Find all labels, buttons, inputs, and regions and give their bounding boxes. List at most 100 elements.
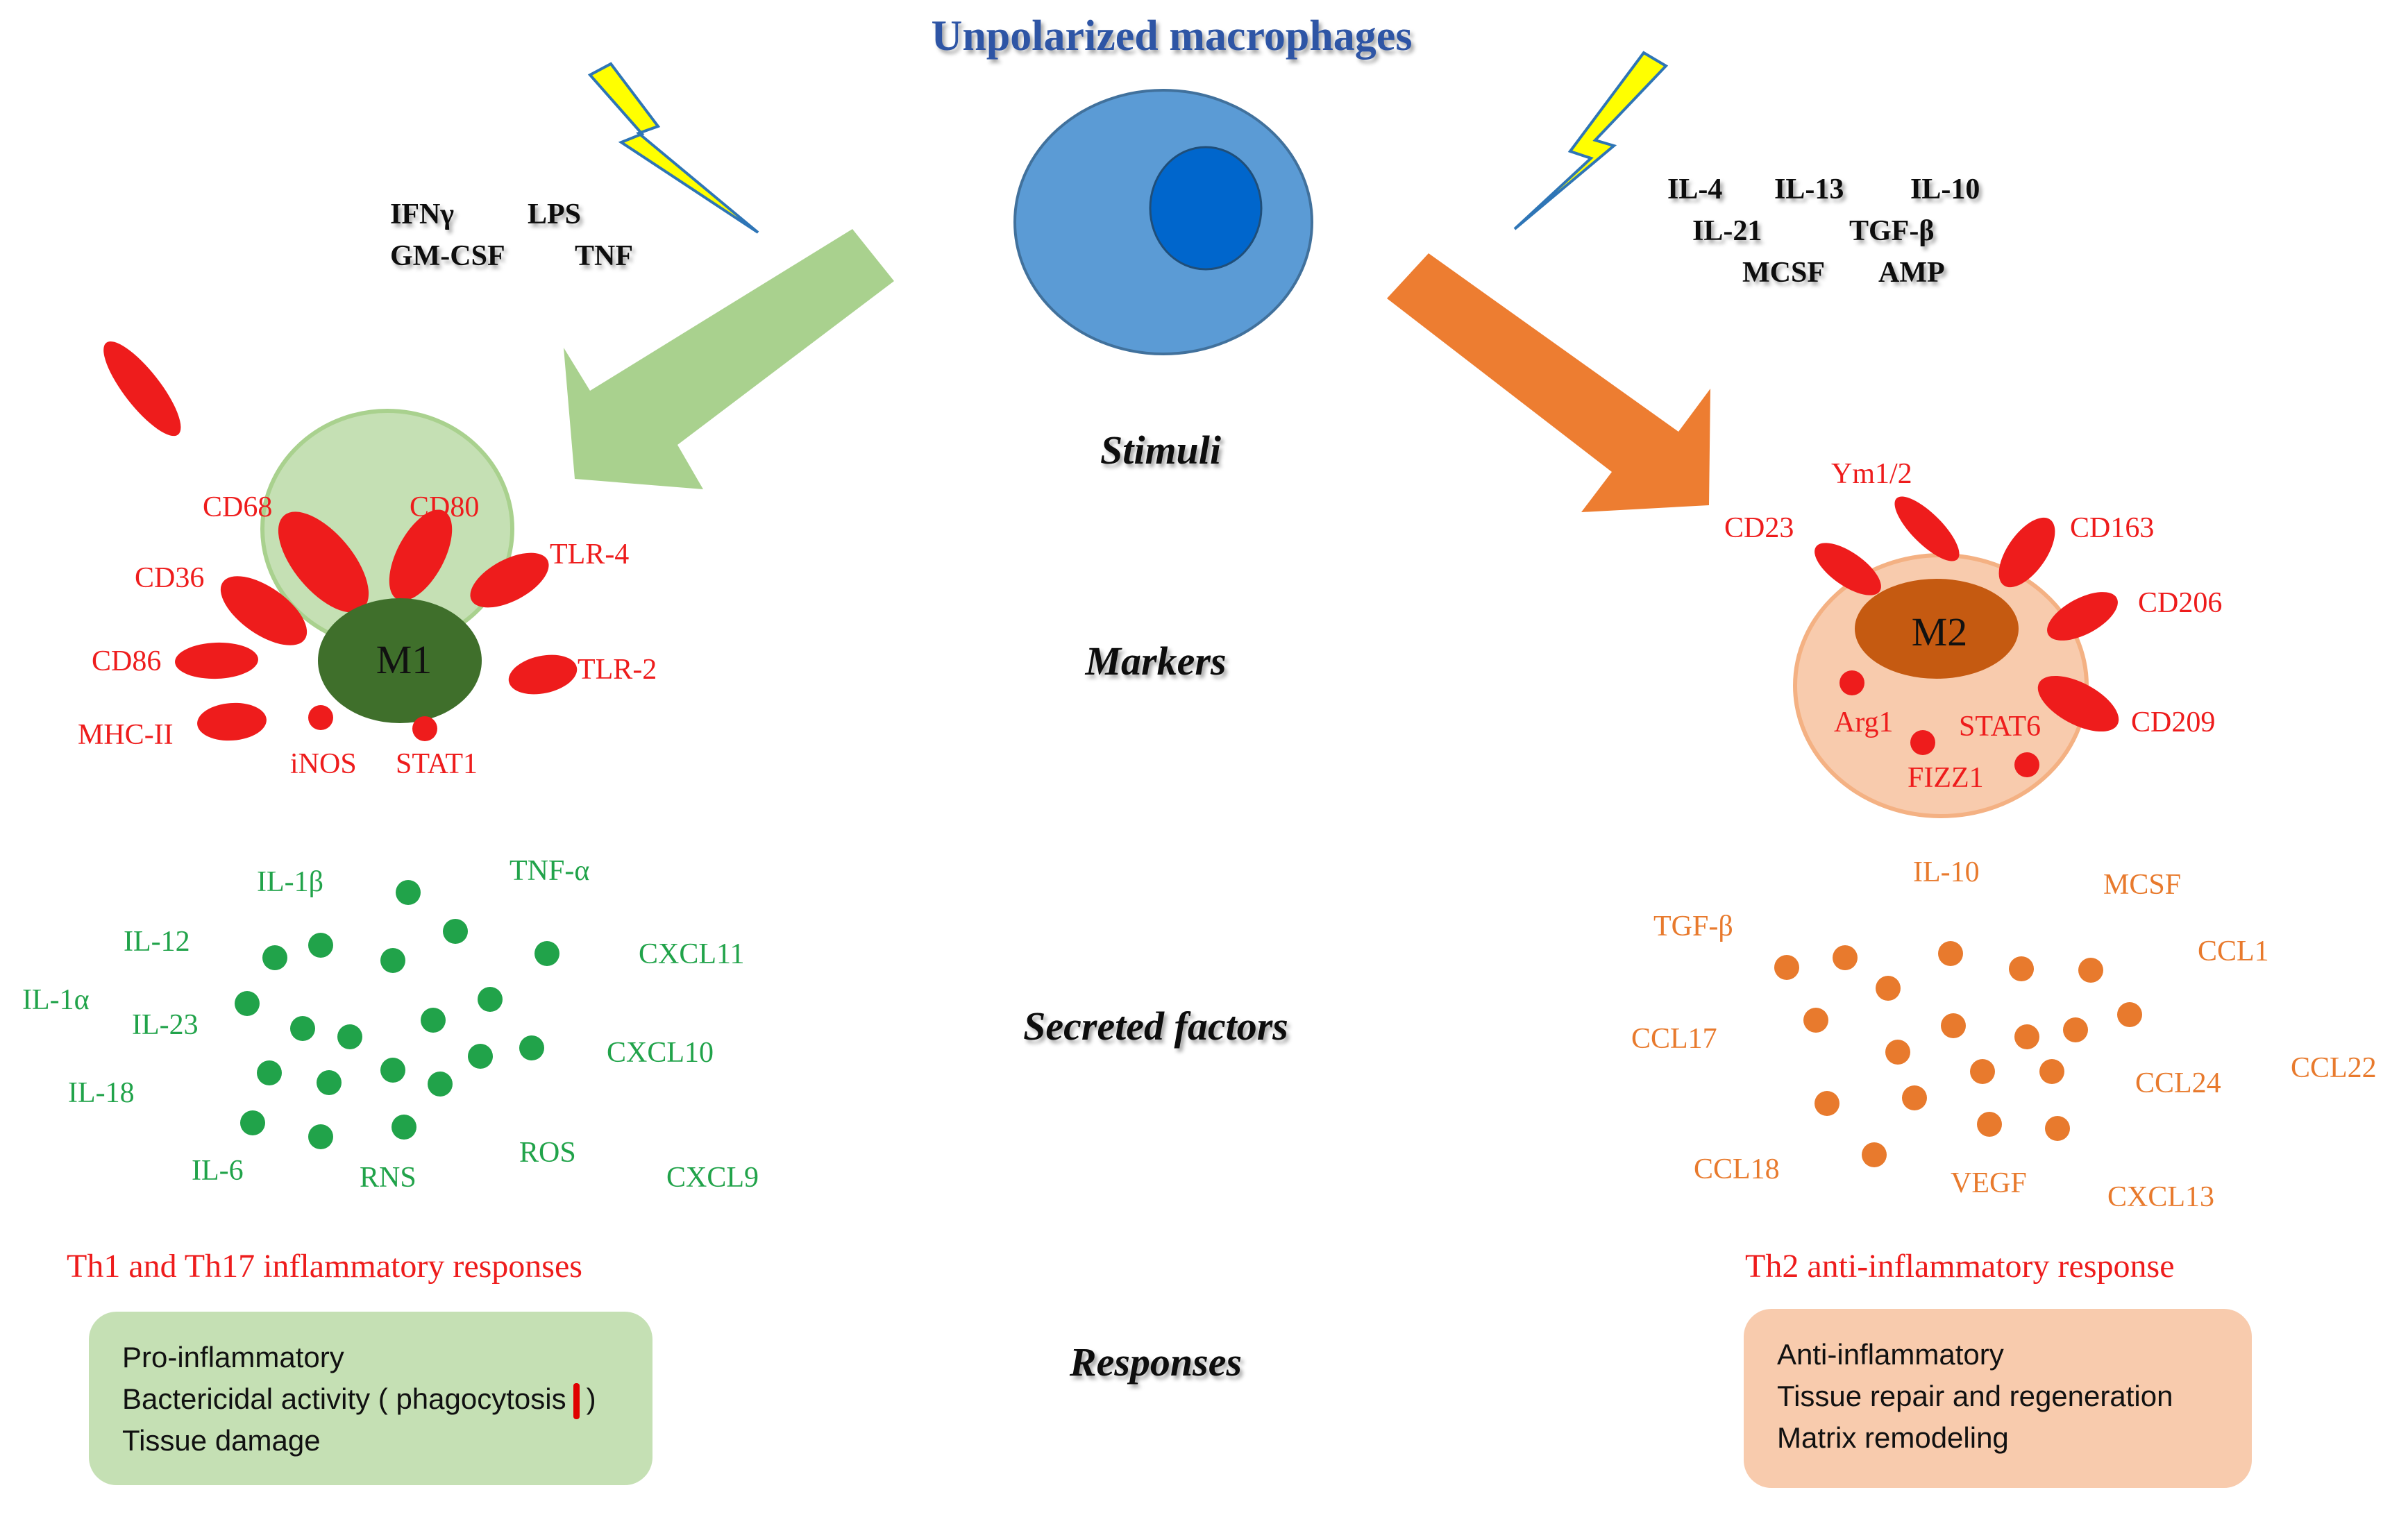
m2-marker-label: Ym1/2	[1831, 458, 1912, 490]
m1-marker-label: STAT1	[396, 748, 478, 780]
stage-labels: Stimuli Markers Secreted factors Respons…	[1023, 428, 1288, 1385]
m2-receptor-cd209	[2037, 675, 2119, 732]
stage-label-responses: Responses	[1069, 1339, 1242, 1385]
m2-marker-label: CD23	[1724, 512, 1794, 544]
m1-factor-dot	[380, 1058, 405, 1083]
m2-factor-dot	[2045, 1116, 2070, 1141]
m2-factor-dot	[1938, 941, 1963, 966]
m1-factor-dot	[478, 987, 503, 1012]
m2-factor-labels: IL-10 MCSF TGF-β CCL1 CCL17 CCL22 CCL24 …	[1631, 856, 2377, 1213]
m1-stimuli: IFNγ LPS GM-CSF TNF	[390, 198, 633, 272]
m1-factor-dots	[235, 880, 559, 1149]
m1-factor-label: IL-1α	[22, 984, 90, 1016]
m1-marker-label: iNOS	[290, 748, 357, 780]
stage-label-markers: Markers	[1084, 638, 1226, 684]
stage-label-stimuli: Stimuli	[1100, 428, 1221, 473]
arrow-to-m2	[1387, 253, 1710, 512]
m2-factor-dot	[1941, 1013, 1966, 1038]
m1-response-item: Pro-inflammatory	[122, 1341, 344, 1373]
m1-cell-label: M1	[376, 637, 432, 682]
m2-stimulus: IL-21	[1692, 215, 1762, 247]
m2-factor-label: CCL24	[2135, 1067, 2221, 1099]
m2-factor-dot	[1833, 945, 1858, 970]
m2-factor-label: CCL18	[1694, 1153, 1780, 1185]
m1-factor-dot	[240, 1110, 265, 1135]
m2-stimulus: IL-4	[1667, 173, 1722, 205]
m1-factor-label: IL-1β	[257, 866, 323, 898]
m1-receptor-cd68	[278, 511, 369, 613]
m2-marker-label: CD163	[2070, 512, 2154, 544]
m2-marker-labels: Ym1/2 CD23 CD163 CD206 Arg1 STAT6 CD209 …	[1724, 458, 2222, 794]
increase-bar-icon	[573, 1382, 580, 1419]
lightning-bolt-icon-right	[1513, 51, 1669, 230]
m1-stat1-dot	[412, 716, 437, 741]
m1-factor-label: TNF-α	[510, 855, 589, 887]
m1-inos-dot	[308, 705, 333, 730]
unpolarized-macrophage	[1013, 89, 1313, 355]
m2-marker-label: CD209	[2131, 706, 2215, 738]
m2-response-box: Anti-inflammatory Tissue repair and rege…	[1744, 1309, 2252, 1488]
m1-factor-label: IL-12	[124, 926, 190, 958]
m1-factor-label: CXCL10	[607, 1037, 714, 1069]
stage-label-secreted-factors: Secreted factors	[1023, 1004, 1288, 1049]
m2-factor-label: CCL1	[2198, 936, 2269, 967]
m1-factor-labels: IL-1β TNF-α IL-12 CXCL11 IL-1α IL-23 CXC…	[22, 855, 759, 1194]
m1-factor-dot	[262, 945, 287, 970]
m1-marker-label: CD86	[92, 645, 161, 677]
m2-factor-label: VEGF	[1951, 1167, 2027, 1199]
m2-factor-dot	[1862, 1142, 1887, 1167]
m2-factor-dot	[2117, 1002, 2142, 1027]
m1-response-item-text: )	[586, 1382, 596, 1415]
m2-factor-dot	[1902, 1085, 1927, 1110]
m1-receptor-cd68	[103, 341, 181, 437]
m1-factor-dot	[380, 948, 405, 973]
m2-arg1-dot	[1839, 670, 1864, 695]
m2-factor-dot	[2014, 1024, 2039, 1049]
m1-marker-label: TLR-2	[578, 654, 657, 686]
m1-factor-dot	[443, 919, 468, 944]
m1-receptor-tlr4	[470, 552, 549, 608]
m1-factor-dot	[257, 1060, 282, 1085]
m1-stimulus: IFNγ	[390, 198, 454, 230]
m1-factor-dot	[428, 1072, 453, 1097]
m1-factor-dot	[308, 933, 333, 958]
m1-stimulus: TNF	[575, 240, 633, 272]
m2-stimulus: IL-13	[1774, 173, 1844, 205]
m2-marker-label: STAT6	[1959, 711, 2041, 743]
m1-factor-dot	[396, 880, 421, 905]
m2-factor-label: MCSF	[2103, 869, 2181, 901]
m2-fizz1-dot	[2014, 752, 2039, 777]
m1-stimulus: GM-CSF	[390, 240, 505, 272]
m1-receptor-mhc2	[197, 702, 267, 741]
m1-factor-dot	[337, 1024, 362, 1049]
m2-nucleus	[1855, 579, 2019, 679]
m1-factor-dot	[391, 1115, 416, 1140]
m2-response-item: Tissue repair and regeneration	[1777, 1380, 2173, 1412]
m1-stimulus: LPS	[528, 198, 581, 230]
m1-response-item: Tissue damage	[122, 1424, 321, 1457]
m2-factor-dot	[2063, 1017, 2088, 1042]
m1-factor-label: ROS	[519, 1137, 576, 1169]
m1-response-item: Bactericidal activity ( phagocytosis)	[122, 1378, 619, 1420]
m2-response-item: Anti-inflammatory	[1777, 1338, 2004, 1371]
m2-factor-label: CXCL13	[2107, 1181, 2214, 1213]
m1-marker-label: CD80	[410, 491, 479, 523]
m2-factor-dot	[1803, 1008, 1828, 1033]
m2-factor-dot	[1774, 955, 1799, 980]
m1-factor-label: CXCL11	[639, 938, 744, 970]
m2-stimuli: IL-4 IL-13 IL-10 IL-21 TGF-β MCSF AMP	[1667, 173, 1980, 289]
m2-factor-label: IL-10	[1913, 856, 1980, 888]
m2-macrophage: M2	[1793, 496, 2119, 818]
m2-response-item: Matrix remodeling	[1777, 1421, 2009, 1454]
m1-factor-label: CXCL9	[666, 1162, 759, 1194]
m2-marker-label: FIZZ1	[1908, 762, 1984, 794]
m2-response-title: Th2 anti-inflammatory response	[1745, 1248, 2175, 1285]
m1-marker-label: CD36	[135, 562, 204, 594]
m2-stimulus: AMP	[1878, 257, 1945, 289]
m1-factor-dot	[308, 1124, 333, 1149]
m1-factor-dot	[519, 1035, 544, 1060]
m1-factor-dot	[468, 1044, 493, 1069]
m2-stimulus: IL-10	[1910, 173, 1980, 205]
m2-factor-dot	[1977, 1112, 2002, 1137]
m2-factor-dot	[1885, 1040, 1910, 1065]
